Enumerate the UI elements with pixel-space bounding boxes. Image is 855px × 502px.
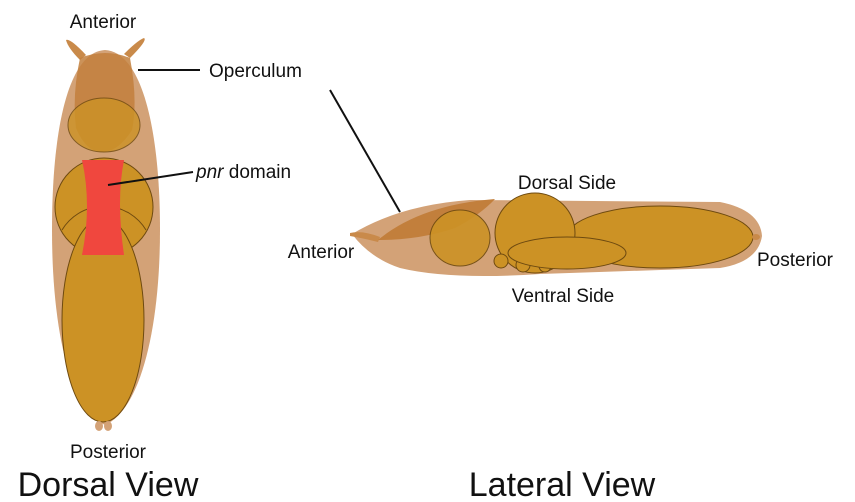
dorsal-right-tentacle [124, 38, 145, 58]
dorsal-side-label: Dorsal Side [518, 173, 616, 194]
operculum-label: Operculum [209, 61, 302, 82]
lateral-view-title: Lateral View [469, 466, 656, 502]
dorsal-head-segment [68, 98, 140, 152]
lateral-posterior-label: Posterior [757, 250, 834, 271]
dorsal-pnr-domain [82, 160, 124, 255]
pnr-italic-text: pnr [195, 162, 224, 183]
lateral-view: Dorsal Side Anterior Posterior Ventral S… [288, 90, 834, 502]
dorsal-posterior-label: Posterior [70, 442, 147, 463]
lateral-leg-1 [494, 254, 508, 268]
dorsal-view: Anterior Operculum pnr domain Posterior … [18, 12, 302, 502]
lateral-anterior-label: Anterior [288, 242, 355, 263]
operculum-leader-lateral [330, 90, 400, 212]
dorsal-anterior-label: Anterior [70, 12, 137, 33]
pnr-domain-text: domain [223, 162, 291, 183]
dorsal-tail-lobe-left [95, 421, 103, 431]
lateral-ventral-segment [508, 237, 626, 269]
dorsal-tail-lobe-right [104, 421, 112, 431]
ventral-side-label: Ventral Side [512, 286, 614, 307]
dorsal-view-title: Dorsal View [18, 466, 199, 502]
lateral-head-segment [430, 210, 490, 266]
pnr-domain-label: pnr domain [195, 162, 291, 183]
lateral-tail-tip [752, 234, 760, 240]
